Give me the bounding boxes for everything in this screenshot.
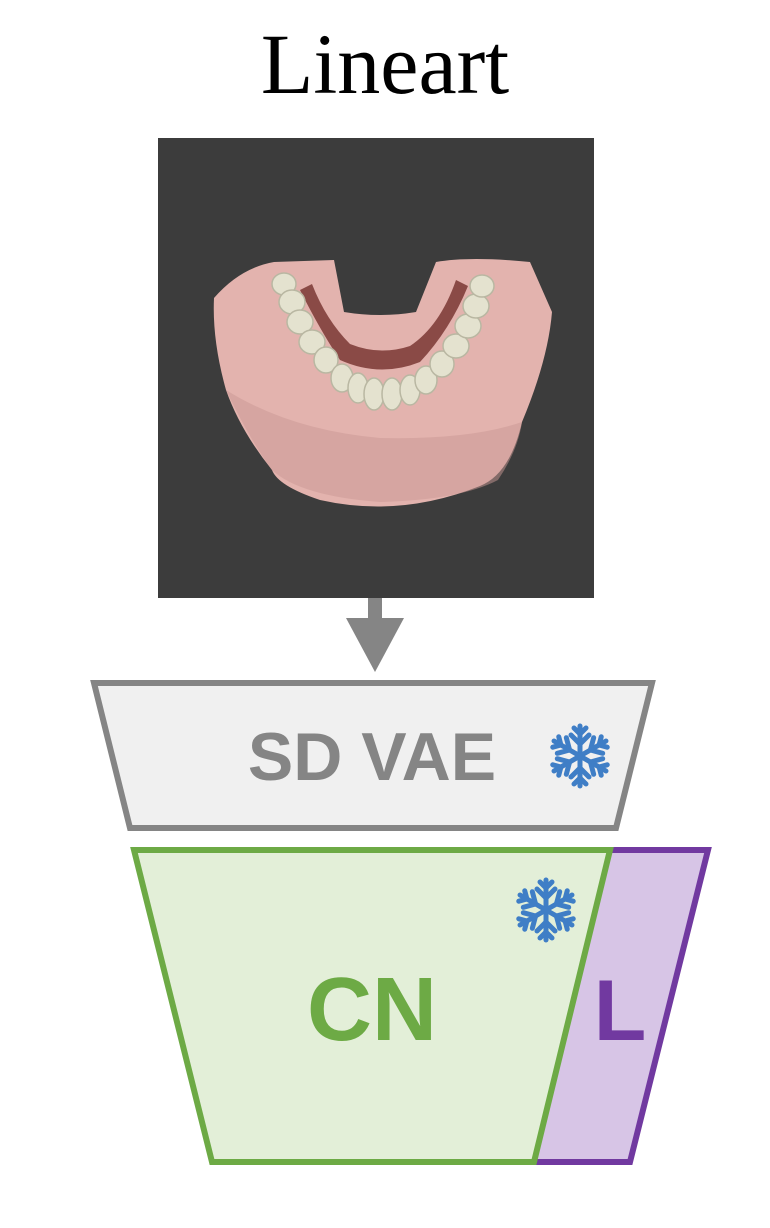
sd-vae-label: SD VAE — [248, 719, 496, 795]
diagram-title: Lineart — [260, 16, 510, 112]
lora-label: L — [594, 963, 647, 1059]
input-image — [158, 138, 594, 598]
sd-vae-trapezoid — [90, 680, 656, 831]
arch-cavity — [300, 280, 468, 370]
dental-arch-render — [213, 259, 552, 507]
controlnet-trapezoid — [130, 847, 614, 1165]
gum-shade — [226, 390, 522, 502]
flow-arrow — [346, 598, 404, 672]
controlnet-block: CN — [130, 847, 614, 1165]
sd-vae-block: SD VAE — [90, 680, 656, 831]
teeth — [271, 272, 495, 411]
controlnet-label: CN — [307, 960, 437, 1060]
